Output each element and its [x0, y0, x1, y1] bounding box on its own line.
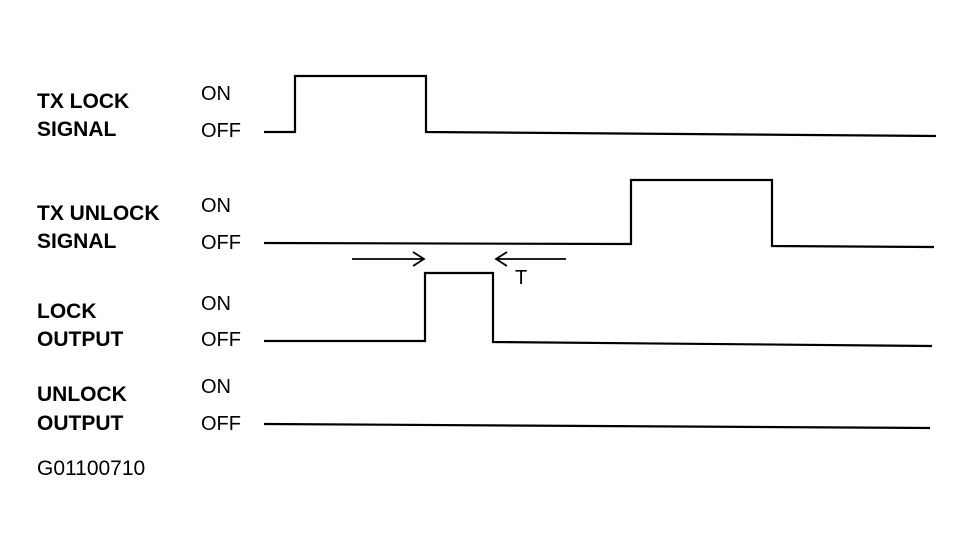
lock-output-waveform: [264, 271, 933, 348]
signal-name-line2: OUTPUT: [37, 328, 124, 351]
on-state-label: ON: [201, 83, 231, 105]
signal-name-line2: SIGNAL: [37, 118, 117, 141]
figure-code: G01100710: [37, 457, 145, 480]
off-state-label: OFF: [201, 232, 241, 254]
signal-name-line1: LOCK: [37, 300, 97, 323]
signal-row-tx-lock: TX LOCK SIGNAL ON OFF: [37, 74, 937, 142]
signal-row-tx-unlock: TX UNLOCK SIGNAL ON OFF: [37, 178, 935, 254]
signal-name-line1: TX LOCK: [37, 90, 129, 113]
tx-unlock-waveform: [263, 178, 935, 249]
left-pointing-arrowhead: [494, 251, 508, 267]
on-state-label: ON: [201, 195, 231, 217]
signal-name-line1: TX UNLOCK: [37, 202, 160, 225]
off-state-label: OFF: [201, 413, 241, 435]
right-pointing-arrowhead: [412, 251, 426, 267]
tx-lock-waveform: [264, 74, 937, 138]
off-state-label: OFF: [201, 329, 241, 351]
signal-row-unlock-output: UNLOCK OUTPUT ON OFF: [37, 376, 931, 435]
signal-name-line2: OUTPUT: [37, 412, 124, 435]
signal-name-line2: SIGNAL: [37, 230, 117, 253]
interval-label: T: [515, 267, 527, 289]
on-state-label: ON: [201, 293, 231, 315]
signal-name-line1: UNLOCK: [37, 383, 127, 406]
interval-marker: T: [352, 251, 566, 289]
unlock-output-waveform: [263, 422, 931, 430]
on-state-label: ON: [201, 376, 231, 398]
off-state-label: OFF: [201, 120, 241, 142]
signal-row-lock-output: LOCK OUTPUT ON OFF: [37, 271, 933, 351]
